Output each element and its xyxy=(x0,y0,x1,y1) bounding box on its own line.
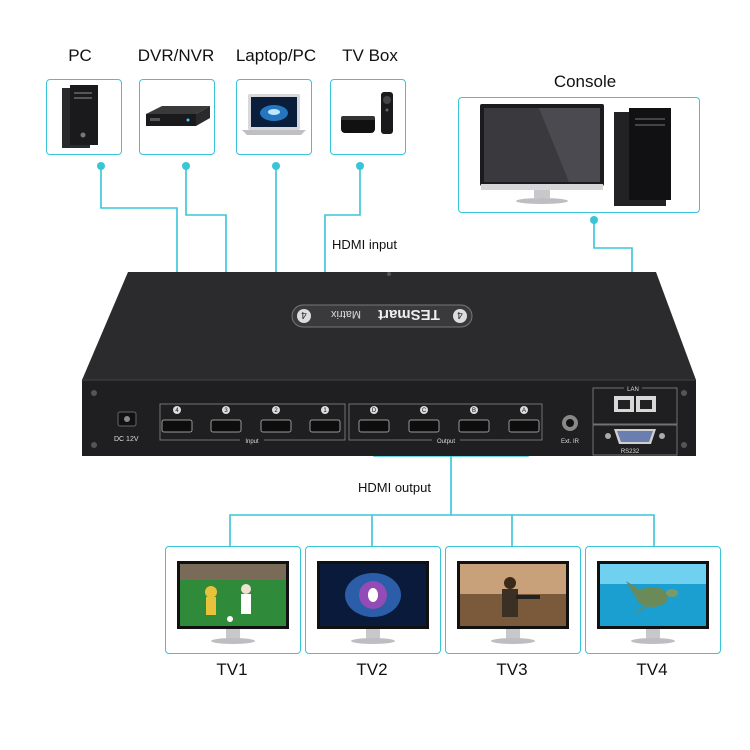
rs232-group-outline xyxy=(592,424,678,456)
tv-label-2: TV2 xyxy=(356,660,388,679)
input-group-label: Input xyxy=(245,439,259,445)
hdmi-output-port-a xyxy=(508,419,540,433)
soldier-game-screen-icon xyxy=(457,561,569,644)
laptop-icon xyxy=(242,94,306,135)
hdmi-output-label: HDMI output xyxy=(358,480,431,495)
device-model-text: Matrix xyxy=(331,308,361,320)
tv-box-3 xyxy=(445,546,581,654)
dc-power-port xyxy=(117,411,137,427)
source-label-dvr: DVR/NVR xyxy=(137,46,215,65)
hdmi-input-port-2 xyxy=(260,419,292,433)
output-port-letter-c: C xyxy=(422,408,427,414)
rs232-label: RS232 xyxy=(621,449,640,455)
tv-label-3: TV3 xyxy=(496,660,528,679)
source-box-pc xyxy=(46,79,122,155)
hdmi-input-port-4 xyxy=(161,419,193,433)
pc-tower-icon xyxy=(62,85,98,148)
input-port-number-3: 3 xyxy=(224,408,228,414)
monitor-and-tower-icon xyxy=(480,104,671,206)
rs232-port xyxy=(605,429,665,444)
output-port-letter-d: D xyxy=(372,408,377,414)
device-brand-text: TESmart xyxy=(378,306,440,323)
hdmi-input-port-3 xyxy=(210,419,242,433)
source-label-pc: PC xyxy=(68,46,92,65)
dvr-recorder-icon xyxy=(146,106,210,126)
hdmi-input-label: HDMI input xyxy=(332,237,398,252)
tv-box-2 xyxy=(305,546,441,654)
output-port-letter-a: A xyxy=(522,408,526,414)
hdmi-output-port-c xyxy=(408,419,440,433)
hdmi-output-port-b xyxy=(458,419,490,433)
device-badge-number-right: 4 xyxy=(301,309,307,320)
input-port-number-1: 1 xyxy=(323,408,327,414)
source-box-dvr xyxy=(139,79,215,155)
soccer-match-screen-icon xyxy=(177,561,289,644)
lan-label: LAN xyxy=(627,387,639,393)
output-port-letter-b: B xyxy=(472,408,476,414)
source-box-laptop xyxy=(236,79,312,155)
input-port-number-4: 4 xyxy=(175,408,179,414)
tv-label-1: TV1 xyxy=(216,660,248,679)
tv-box-icon xyxy=(341,92,393,134)
tv-box-1 xyxy=(165,546,301,654)
source-label-tvbox: TV Box xyxy=(342,46,398,65)
device-badge-number-left: 4 xyxy=(457,309,463,320)
source-label-laptop: Laptop/PC xyxy=(235,46,317,65)
abstract-light-screen-icon xyxy=(317,561,429,644)
device-logo-badge: TESmart Matrix 4 4 xyxy=(291,304,473,328)
ext-ir-port xyxy=(562,415,578,431)
input-port-number-2: 2 xyxy=(274,408,278,414)
ext-ir-label: Ext. IR xyxy=(561,439,580,445)
device-front-panel xyxy=(82,380,696,456)
source-box-tvbox xyxy=(330,79,406,155)
output-group-label: Output xyxy=(437,439,455,445)
console-label: Console xyxy=(553,72,617,91)
lan-ports xyxy=(614,396,656,412)
hdmi-input-port-1 xyxy=(309,419,341,433)
dc-label: DC 12V xyxy=(114,436,139,443)
tv-box-4 xyxy=(585,546,721,654)
console-box xyxy=(458,97,700,213)
sea-turtle-screen-icon xyxy=(597,561,709,644)
hdmi-output-port-d xyxy=(358,419,390,433)
tv-label-4: TV4 xyxy=(636,660,668,679)
